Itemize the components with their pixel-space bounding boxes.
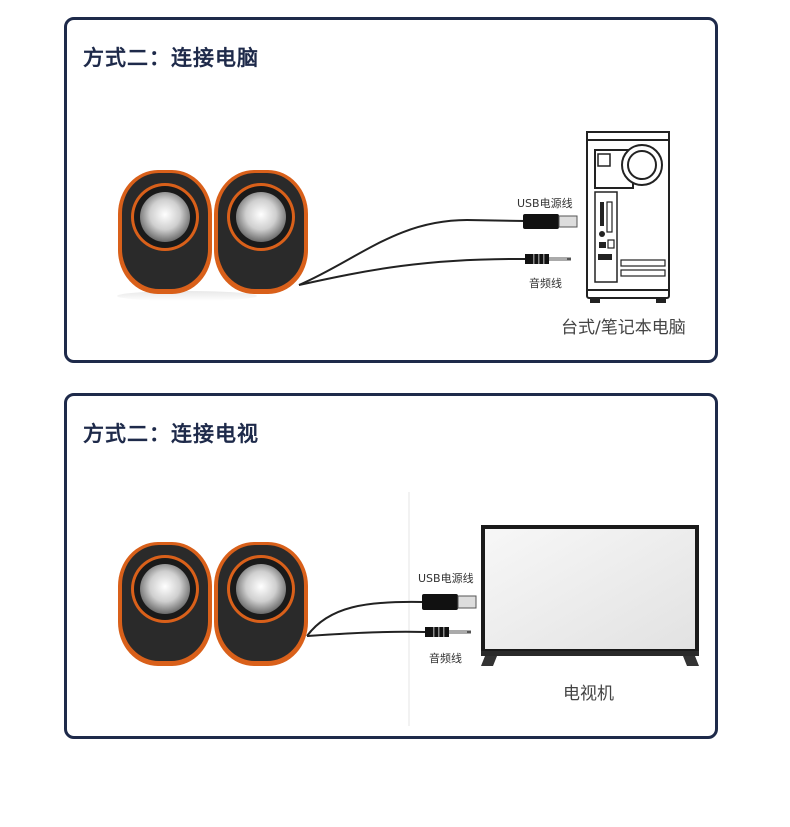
- audio-cable-label: 音频线: [429, 652, 462, 665]
- flat-tv-icon: [481, 525, 699, 666]
- connection-scene: [118, 492, 699, 726]
- usb-cable-label: USB电源线: [517, 197, 573, 210]
- device-label: 电视机: [563, 684, 614, 704]
- left-speaker-icon: [118, 542, 212, 666]
- panel-connect-computer: 方式二：连接电脑: [64, 17, 718, 363]
- right-speaker-icon: [214, 170, 308, 294]
- usb-plug-icon: [422, 594, 477, 610]
- usb-cable-label: USB电源线: [418, 572, 474, 585]
- panel-title: 方式二：连接电视: [83, 422, 259, 446]
- panel-title: 方式二：连接电脑: [83, 46, 259, 70]
- panel-connect-tv: 方式二：连接电视: [64, 393, 718, 739]
- device-label: 台式/笔记本电脑: [561, 318, 686, 338]
- left-speaker-icon: [118, 170, 212, 294]
- desktop-tower-icon: [586, 131, 670, 303]
- connection-scene: [117, 131, 670, 303]
- audio-cable-label: 音频线: [529, 277, 562, 290]
- audio-plug-icon: [425, 627, 471, 637]
- usb-plug-icon: [523, 214, 578, 229]
- audio-plug-icon: [525, 254, 571, 264]
- right-speaker-icon: [214, 542, 308, 666]
